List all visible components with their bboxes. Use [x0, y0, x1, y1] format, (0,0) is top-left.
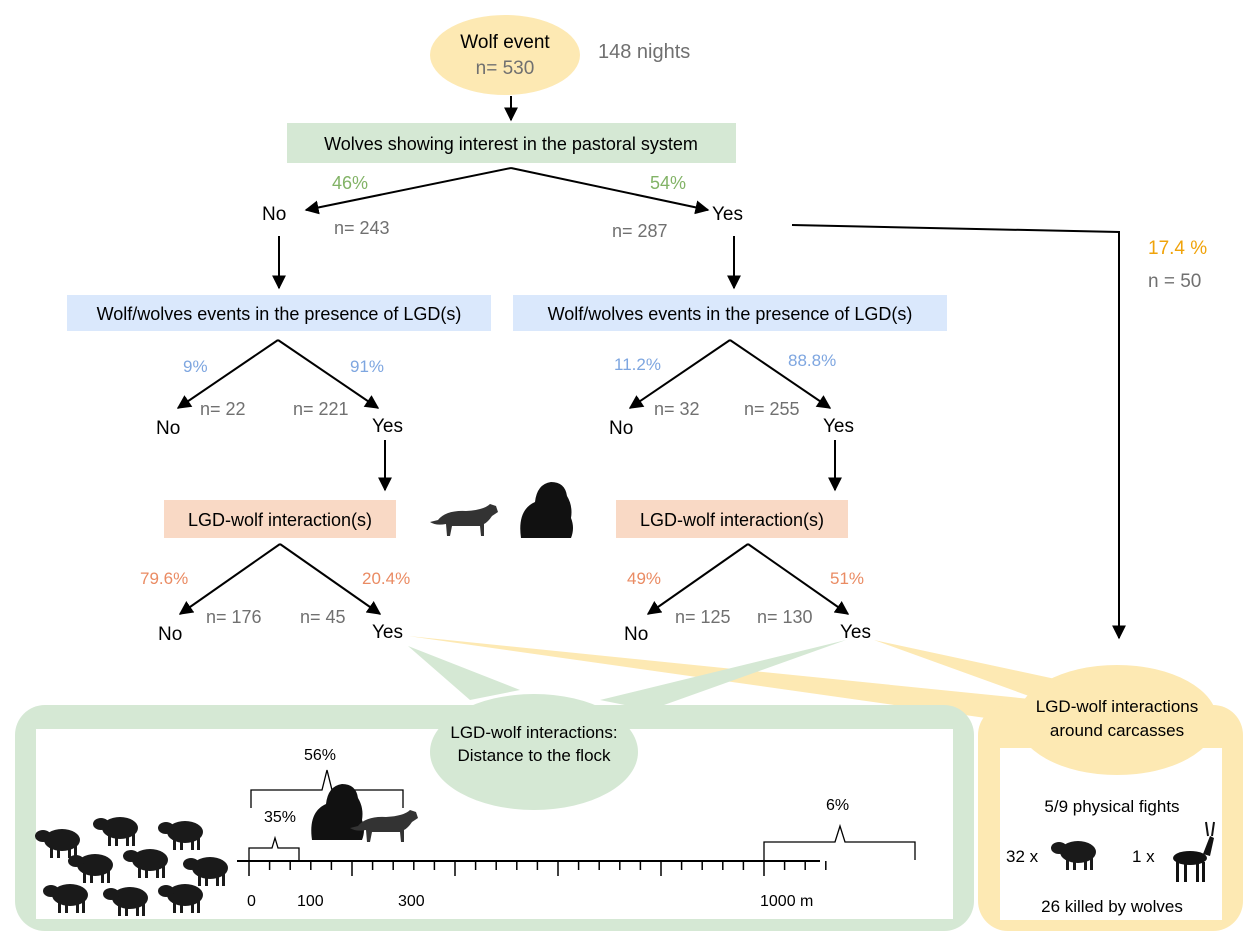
right-int-no-label: No [624, 624, 648, 645]
left-lgd-yes-pct: 91% [350, 357, 384, 376]
dog-silhouette-icon [520, 482, 573, 538]
left-lgd-no-n: n= 22 [200, 399, 246, 419]
right-int-yes-n: n= 130 [757, 607, 813, 627]
deer-count: 1 x [1132, 847, 1155, 866]
right-interaction-label: LGD-wolf interaction(s) [640, 510, 824, 530]
carcass-branch-n: n = 50 [1148, 271, 1201, 292]
interest-yes-n: n= 287 [612, 221, 668, 241]
killed-label: 26 killed by wolves [1041, 897, 1183, 916]
tick-300: 300 [398, 893, 425, 910]
right-int-yes-label: Yes [840, 622, 871, 643]
roe-deer-icon [1173, 821, 1215, 882]
interest-node [287, 123, 736, 163]
distance-axis [237, 860, 827, 876]
right-lgd-presence-node [513, 295, 947, 331]
carcass-callout [1017, 665, 1217, 775]
carcass-branch-pct: 17.4 % [1148, 238, 1207, 259]
sheep-count: 32 x [1006, 847, 1039, 866]
right-lgd-yes-pct: 88.8% [788, 351, 836, 370]
right-lgd-no-n: n= 32 [654, 399, 700, 419]
carcass-title-line2: around carcasses [1050, 721, 1184, 740]
distance-brackets [248, 769, 916, 860]
tick-100: 100 [297, 893, 324, 910]
right-lgd-no-pct: 11.2% [614, 355, 661, 374]
interest-label: Wolves showing interest in the pastoral … [324, 134, 698, 154]
yellow-callout-tail-2 [874, 640, 1060, 700]
interest-yes-label: Yes [712, 204, 743, 225]
right-int-yes-pct: 51% [830, 569, 864, 588]
interest-yes-pct: 54% [650, 173, 686, 193]
tick-1000: 1000 m [760, 893, 813, 910]
left-int-yes-label: Yes [372, 622, 403, 643]
left-lgd-no-pct: 9% [183, 357, 208, 376]
left-int-no-label: No [158, 624, 182, 645]
distance-title-line1: LGD-wolf interactions: [450, 723, 617, 742]
right-int-no-n: n= 125 [675, 607, 731, 627]
interest-no-label: No [262, 204, 286, 225]
pct-0-300: 56% [304, 747, 336, 764]
nights-label: 148 nights [598, 41, 690, 63]
left-lgd-no-label: No [156, 418, 180, 439]
right-lgd-no-label: No [609, 418, 633, 439]
connectors [176, 96, 1126, 640]
wolf-event-node [430, 15, 580, 95]
right-lgd-presence-label: Wolf/wolves events in the presence of LG… [548, 304, 913, 324]
right-lgd-yes-n: n= 255 [744, 399, 800, 419]
green-callout-tail-2 [600, 640, 846, 710]
green-callout-tail [408, 646, 520, 700]
left-int-no-pct: 79.6% [140, 569, 188, 588]
interest-no-n: n= 243 [334, 218, 390, 238]
left-interaction-node [164, 500, 396, 538]
left-lgd-presence-node [67, 295, 491, 331]
pct-0-100: 35% [264, 809, 296, 826]
left-int-yes-n: n= 45 [300, 607, 346, 627]
left-lgd-yes-n: n= 221 [293, 399, 349, 419]
fights-label: 5/9 physical fights [1044, 797, 1179, 816]
wolf-silhouette-icon [430, 504, 498, 536]
left-lgd-presence-label: Wolf/wolves events in the presence of LG… [97, 304, 462, 324]
carcass-title-line1: LGD-wolf interactions [1036, 697, 1199, 716]
wolf-event-n: n= 530 [476, 58, 535, 79]
distance-title-line2: Distance to the flock [457, 746, 611, 765]
wolf-event-title: Wolf event [460, 32, 550, 53]
distance-callout [430, 694, 638, 810]
left-int-yes-pct: 20.4% [362, 569, 410, 588]
left-lgd-yes-label: Yes [372, 416, 403, 437]
left-int-no-n: n= 176 [206, 607, 262, 627]
right-interaction-node [616, 500, 848, 538]
right-lgd-yes-label: Yes [823, 416, 854, 437]
carcass-panel-inner [1000, 748, 1222, 920]
interest-no-pct: 46% [332, 173, 368, 193]
left-interaction-label: LGD-wolf interaction(s) [188, 510, 372, 530]
right-int-no-pct: 49% [627, 569, 661, 588]
tick-0: 0 [247, 893, 256, 910]
pct-1000-plus: 6% [826, 797, 849, 814]
